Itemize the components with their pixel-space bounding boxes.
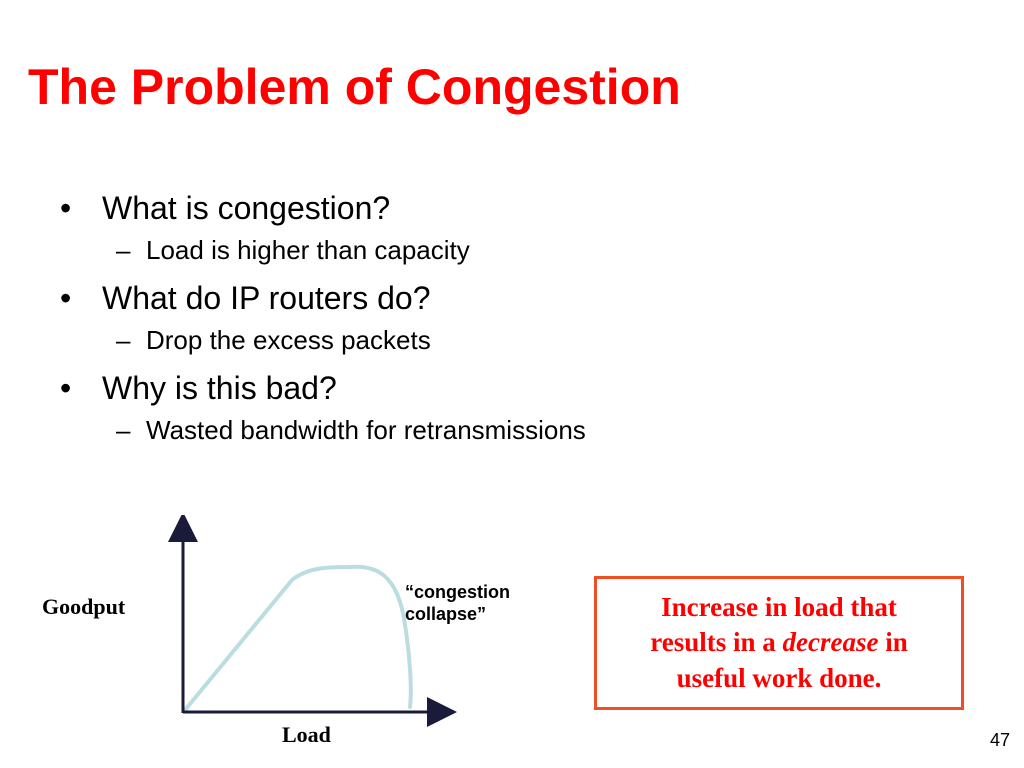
bullet-item: • What do IP routers do? xyxy=(60,280,960,317)
sub-bullet-text: Drop the excess packets xyxy=(146,324,431,355)
bullet-item: • Why is this bad? xyxy=(60,370,960,407)
sub-bullet-item: – Wasted bandwidth for retransmissions xyxy=(60,415,960,446)
y-axis-label: Goodput xyxy=(42,594,126,619)
callout-box: Increase in load that results in a decre… xyxy=(594,576,964,710)
callout-line: Increase in load that xyxy=(661,592,897,623)
bullet-marker: • xyxy=(60,190,72,226)
annotation-line: “congestion xyxy=(405,582,511,602)
bullet-list: • What is congestion? – Load is higher t… xyxy=(60,190,960,460)
callout-text: in xyxy=(878,627,908,658)
callout-line: results in a decrease in xyxy=(650,625,908,660)
bullet-text: What is congestion? xyxy=(102,190,391,226)
bullet-marker: • xyxy=(60,369,72,406)
sub-bullet-text: Wasted bandwidth for retransmissions xyxy=(146,414,586,445)
goodput-curve xyxy=(183,564,413,712)
sub-bullet-marker: – xyxy=(116,414,131,445)
bullet-marker: • xyxy=(60,279,72,316)
bullet-item: • What is congestion? xyxy=(60,190,960,227)
slide-title: The Problem of Congestion xyxy=(28,59,681,115)
bullet-text: Why is this bad? xyxy=(102,369,337,406)
callout-line: useful work done. xyxy=(676,662,882,693)
sub-bullet-text: Load is higher than capacity xyxy=(146,234,470,265)
sub-bullet-marker: – xyxy=(116,234,131,265)
goodput-load-diagram xyxy=(168,515,457,727)
congestion-collapse-annotation: “congestion collapse” xyxy=(405,582,510,625)
sub-bullet-item: – Load is higher than capacity xyxy=(60,235,960,266)
bullet-text: What do IP routers do? xyxy=(102,279,431,316)
x-axis-label: Load xyxy=(282,722,331,747)
sub-bullet-item: – Drop the excess packets xyxy=(60,325,960,356)
sub-bullet-marker: – xyxy=(116,324,131,355)
annotation-line: collapse” xyxy=(405,603,487,624)
page-number: 47 xyxy=(989,730,1010,750)
callout-text: results in a xyxy=(650,627,783,658)
callout-emphasis: decrease xyxy=(782,627,879,658)
